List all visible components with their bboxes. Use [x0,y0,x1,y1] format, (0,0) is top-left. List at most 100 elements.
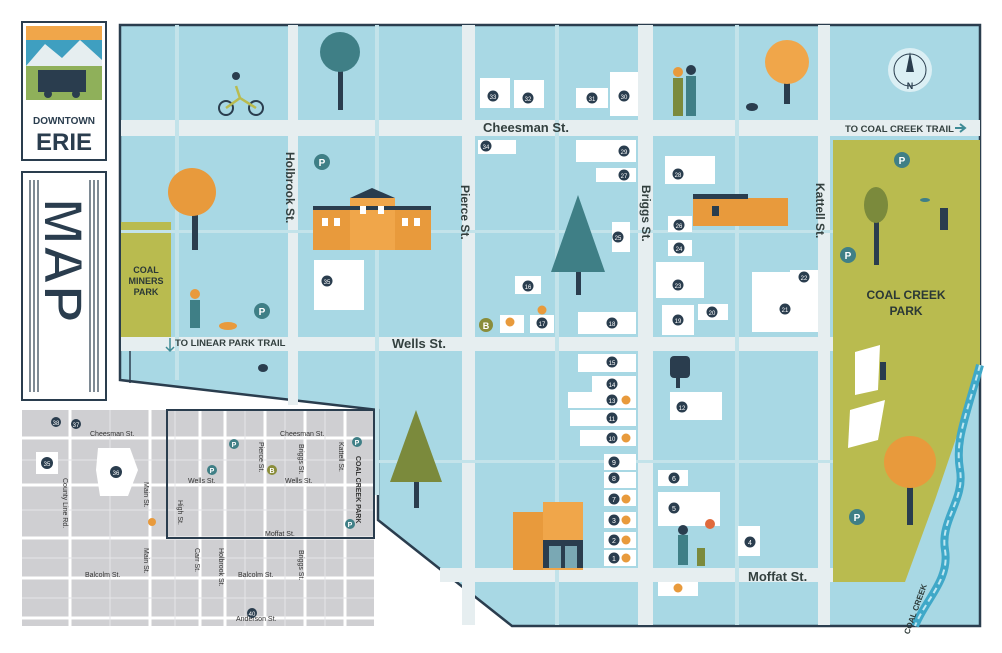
marker-31: 31 [586,92,598,104]
svg-text:17: 17 [539,322,546,328]
holbrook-road [288,25,298,405]
svg-text:22: 22 [801,276,808,282]
marker-16: 16 [522,280,534,292]
svg-text:12: 12 [679,406,686,412]
svg-text:B: B [269,468,274,475]
business-markers[interactable]: 1 2 3 4 5 6 7 8 9 10 11 12 13 14 15 16 1… [321,90,810,564]
parking-icon: P [314,154,330,170]
arrow-down-icon [165,338,175,353]
svg-text:33: 33 [490,95,497,101]
svg-text:20: 20 [709,311,716,317]
wells-label: Wells St. [392,336,446,351]
svg-text:6: 6 [672,476,676,483]
svg-text:3: 3 [612,518,616,525]
inset-cheesman-right: Cheesman St. [280,431,324,438]
marker-23: 23 [672,279,684,291]
marker-8: 8 [608,472,620,484]
parking-icons[interactable]: P P P P P [254,152,910,525]
svg-text:P: P [232,442,237,449]
bicycle-rider-icon [218,72,264,116]
svg-text:11: 11 [609,417,616,423]
svg-text:35: 35 [44,462,51,468]
marker-11: 11 [606,412,618,424]
marker-26: 26 [673,219,685,231]
svg-text:15: 15 [609,361,616,367]
svg-text:13: 13 [609,399,616,405]
inset-county-line: County Line Rd. [61,478,68,528]
map-title: MAP [32,198,95,322]
marker-5: 5 [668,502,680,514]
inset-wells-left: Wells St. [188,478,216,485]
mailbox-icon[interactable] [670,356,690,388]
svg-text:36: 36 [113,471,120,477]
parking-icon: P [254,303,270,319]
tree-icon [168,168,216,250]
inset-anderson: Anderson St. [236,616,277,623]
map-title-banner: MAP [21,171,107,401]
coal-miners-park-label-1: COAL [133,265,159,275]
coal-miners-park-label-3: PARK [134,287,159,297]
logo-line-2: ERIE [36,129,92,156]
arrow-right-icon [955,123,967,133]
svg-text:P: P [854,513,861,524]
inset-number-markers: 35 36 37 38 40 [41,417,257,618]
picnic-shelter-icon [848,345,885,448]
inset-highlight-frame [166,409,375,539]
svg-text:26: 26 [676,224,683,230]
cheesman-label: Cheesman St. [483,120,569,135]
inset-holbrook: Holbrook St. [217,548,224,587]
svg-text:27: 27 [621,174,628,180]
marker-13: 13 [606,394,618,406]
pierce-road [462,25,475,625]
svg-text:37: 37 [73,423,80,429]
svg-text:P: P [210,468,215,475]
marker-30: 30 [618,90,630,102]
svg-text:40: 40 [249,612,256,618]
inset-briggs-lower: Briggs St. [297,550,304,580]
coal-creek-park-label-2: PARK [889,304,922,318]
tree-icon [765,40,809,104]
marker-25: 25 [612,231,624,243]
linear-park-trail-label[interactable]: TO LINEAR PARK TRAIL [175,338,286,349]
svg-text:1: 1 [612,556,616,563]
parking-icon: P [849,509,865,525]
coal-creek-trail-label[interactable]: TO COAL CREEK TRAIL [845,124,954,135]
svg-text:P: P [259,307,266,318]
svg-text:P: P [319,158,326,169]
marker-20: 20 [706,306,718,318]
svg-text:21: 21 [782,308,789,314]
marker-17: 17 [536,317,548,329]
svg-text:N: N [907,81,914,91]
parking-icon: P [840,247,856,263]
svg-text:10: 10 [609,437,616,443]
svg-text:8: 8 [612,476,616,483]
brick-building-illustration [693,194,788,226]
inset-main-lower: Main St. [142,548,149,574]
svg-text:P: P [899,156,906,167]
marker-24: 24 [673,242,685,254]
svg-text:30: 30 [621,95,628,101]
marker-18: 18 [606,317,618,329]
svg-text:16: 16 [525,285,532,291]
marker-19: 19 [672,314,684,326]
inset-map[interactable]: Cheesman St. Cheesman St. Wells St. Well… [22,409,375,626]
bus-icon[interactable]: B [479,318,493,332]
dog-walker-illustration [190,289,237,330]
inset-kattell: Kattell St. [337,442,344,472]
svg-text:9: 9 [612,460,616,467]
marker-27: 27 [618,169,630,181]
coal-miners-park[interactable] [121,222,171,338]
svg-text:24: 24 [676,247,683,253]
main-map: Cheesman St. Wells St. Moffat St. Holbro… [118,23,984,635]
logo-line-1: DOWNTOWN [33,116,95,127]
inset-coal-creek-park: COAL CREEK PARK [354,456,361,523]
marker-4: 4 [744,536,756,548]
marker-1: 1 [608,552,620,564]
svg-text:38: 38 [53,421,60,427]
inset-main-upper: Main St. [142,482,149,508]
coal-creek-park[interactable] [833,140,980,582]
marker-6: 6 [668,472,680,484]
svg-text:P: P [348,522,353,529]
inset-parking-icons: P P P P B [148,437,362,529]
frisbee-players-illustration [905,198,948,230]
